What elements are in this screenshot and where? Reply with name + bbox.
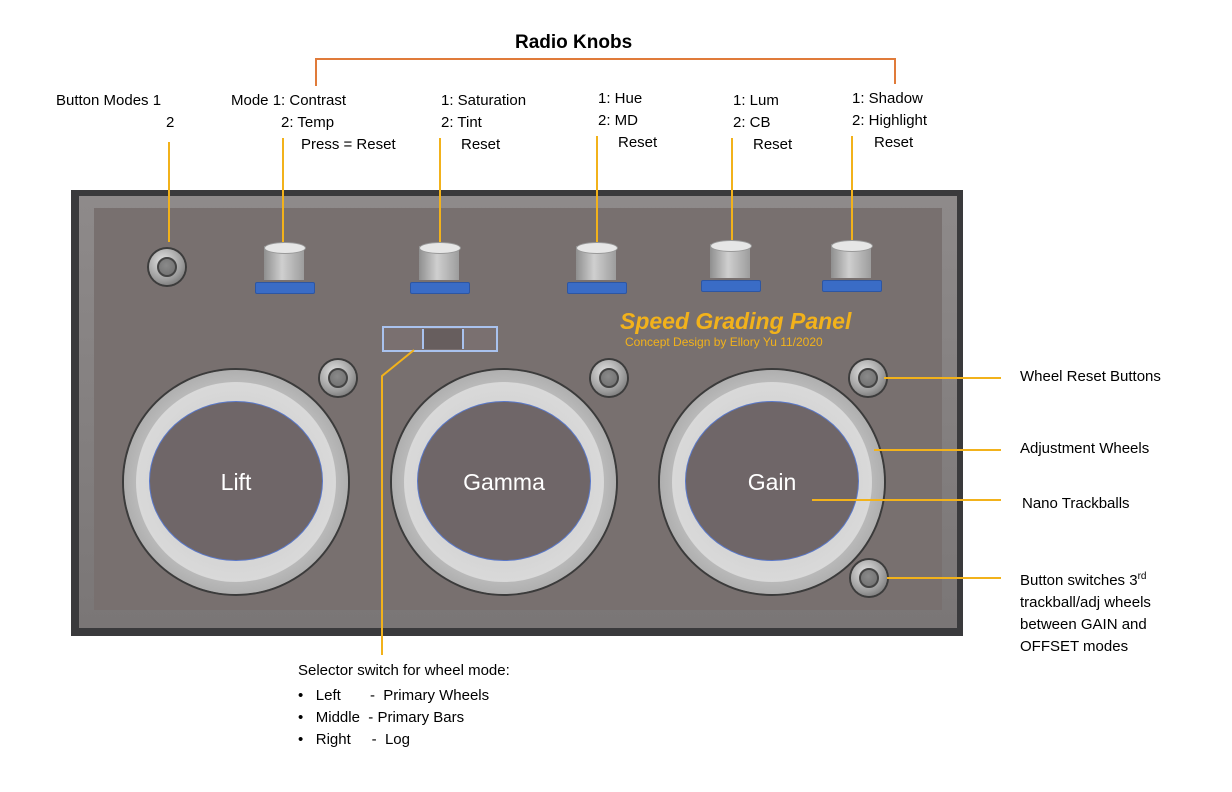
bracket-left	[315, 58, 317, 86]
mode-button[interactable]	[149, 249, 185, 285]
knob-saturation-tint[interactable]	[410, 242, 470, 294]
wheel-mode-selector[interactable]	[382, 326, 498, 352]
knob-label-3: 1: Hue 2: MD Reset	[598, 90, 658, 151]
gamma-reset-button[interactable]	[591, 360, 627, 396]
bracket-right	[894, 58, 896, 84]
callout-line-selector	[381, 349, 415, 655]
gain-wheel[interactable]: Gain	[660, 370, 884, 594]
lift-trackball[interactable]	[149, 401, 323, 561]
gamma-wheel[interactable]: Gamma	[392, 370, 616, 594]
knob-label-2: 1: Saturation 2: Tint Reset	[441, 92, 527, 153]
gain-trackball[interactable]	[685, 401, 859, 561]
callout-wheel-reset: Wheel Reset Buttons	[1020, 368, 1161, 385]
callout-line-mode-button	[168, 142, 170, 242]
brand-title: Speed Grading Panel	[620, 308, 852, 334]
callout-adjustment-wheels: Adjustment Wheels	[1020, 440, 1150, 457]
knob-contrast-temp[interactable]	[255, 242, 315, 294]
brand-subtitle: Concept Design by Ellory Yu 11/2020	[625, 335, 823, 349]
selector-mode-right: • Right - Log	[298, 731, 410, 748]
lift-label: Lift	[220, 468, 252, 495]
callout-gain-offset: Button switches 3rd trackball/adj wheels…	[1020, 571, 1151, 655]
gain-offset-switch-button[interactable]	[851, 560, 887, 596]
callout-line-knob-3	[596, 136, 598, 242]
gain-label: Gain	[747, 468, 797, 495]
callout-line-switch	[887, 577, 1001, 579]
selector-heading: Selector switch for wheel mode:	[298, 662, 510, 679]
callout-line-reset	[884, 377, 1001, 379]
knob-hue-md[interactable]	[567, 242, 627, 294]
lift-wheel[interactable]: Lift	[124, 370, 348, 594]
selector-mode-middle: • Middle - Primary Bars	[298, 709, 465, 726]
callout-line-knob-4	[731, 138, 733, 242]
gain-reset-button[interactable]	[850, 360, 886, 396]
selector-thumb[interactable]	[422, 329, 464, 349]
selector-mode-list: • Left - Primary Wheels • Middle - Prima…	[298, 685, 489, 751]
knob-lum-cb[interactable]	[701, 240, 761, 292]
callout-line-knob-5	[851, 136, 853, 242]
gamma-label: Gamma	[463, 468, 545, 495]
lift-reset-button[interactable]	[320, 360, 356, 396]
selector-mode-left: • Left - Primary Wheels	[298, 687, 490, 704]
radio-knobs-title: Radio Knobs	[515, 32, 633, 53]
callout-line-nano	[812, 499, 1001, 501]
knob-label-5: 1: Shadow 2: Highlight Reset	[852, 90, 928, 151]
gamma-trackball[interactable]	[417, 401, 591, 561]
callout-line-knob-2	[439, 138, 441, 242]
callout-line-adjust	[874, 449, 1001, 451]
callout-nano-trackballs: Nano Trackballs	[1022, 495, 1130, 512]
callout-line-knob-1	[282, 138, 284, 242]
bracket-top	[315, 58, 896, 60]
knob-shadow-highlight[interactable]	[822, 240, 882, 292]
button-modes-label: Button Modes 1 2	[56, 92, 175, 131]
knob-label-1: Mode 1: Contrast 2: Temp Press = Reset	[231, 92, 396, 153]
knob-label-4: 1: Lum 2: CB Reset	[733, 92, 793, 153]
